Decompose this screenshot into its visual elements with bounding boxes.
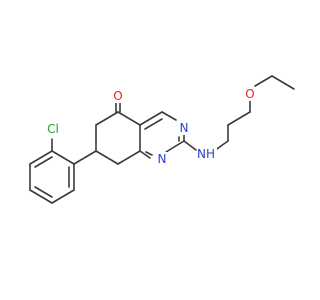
bond-n1-c8a xyxy=(139,150,151,159)
bond-c4a-c5 xyxy=(117,111,141,126)
bond-ph-inner-2 xyxy=(34,186,53,198)
bond-c7-c8 xyxy=(95,150,119,165)
bond-c4a-c4-double xyxy=(144,118,163,130)
bonds xyxy=(29,75,295,204)
bond-n1-c8a-double xyxy=(145,151,153,156)
pyrimidine-n1: N xyxy=(155,152,169,166)
background xyxy=(0,0,300,300)
molecule-drawing: O N N NH O Cl xyxy=(0,0,300,300)
bond-ph5-ph6 xyxy=(51,189,75,204)
bond-ph1-ph2 xyxy=(51,150,75,165)
amine-nh: NH xyxy=(197,147,217,161)
bond-ph4-ph5 xyxy=(29,189,53,204)
atom-labels: O N N NH O Cl xyxy=(43,87,257,166)
bond-o-cd xyxy=(254,75,273,87)
bond-c4a-c4 xyxy=(139,111,163,126)
chlorine: Cl xyxy=(43,121,63,137)
bond-ph2-ph3 xyxy=(29,150,53,165)
bond-cb-cc xyxy=(227,111,251,126)
bond-c5-c6 xyxy=(95,111,119,126)
amine-nh-label: NH xyxy=(197,147,215,161)
bond-c7-phenyl xyxy=(73,150,97,165)
bond-c4-n3 xyxy=(161,111,177,121)
bond-c8-c8a xyxy=(117,150,141,165)
bond-c2-nh xyxy=(183,140,197,151)
pyrimidine-n3-label: N xyxy=(180,121,189,135)
carbonyl-oxygen: O xyxy=(110,89,126,103)
ether-oxygen: O xyxy=(243,87,257,101)
pyrimidine-n3: N xyxy=(177,121,191,135)
bond-c2-n1 xyxy=(165,140,185,153)
bond-ph-inner-1 xyxy=(34,156,53,168)
bond-cd-ce xyxy=(271,75,295,90)
chlorine-label: Cl xyxy=(47,122,59,136)
ether-oxygen-label: O xyxy=(245,87,254,101)
carbonyl-oxygen-label: O xyxy=(113,89,122,103)
structure-canvas: O N N NH O Cl xyxy=(0,0,300,300)
pyrimidine-n1-label: N xyxy=(158,152,167,166)
